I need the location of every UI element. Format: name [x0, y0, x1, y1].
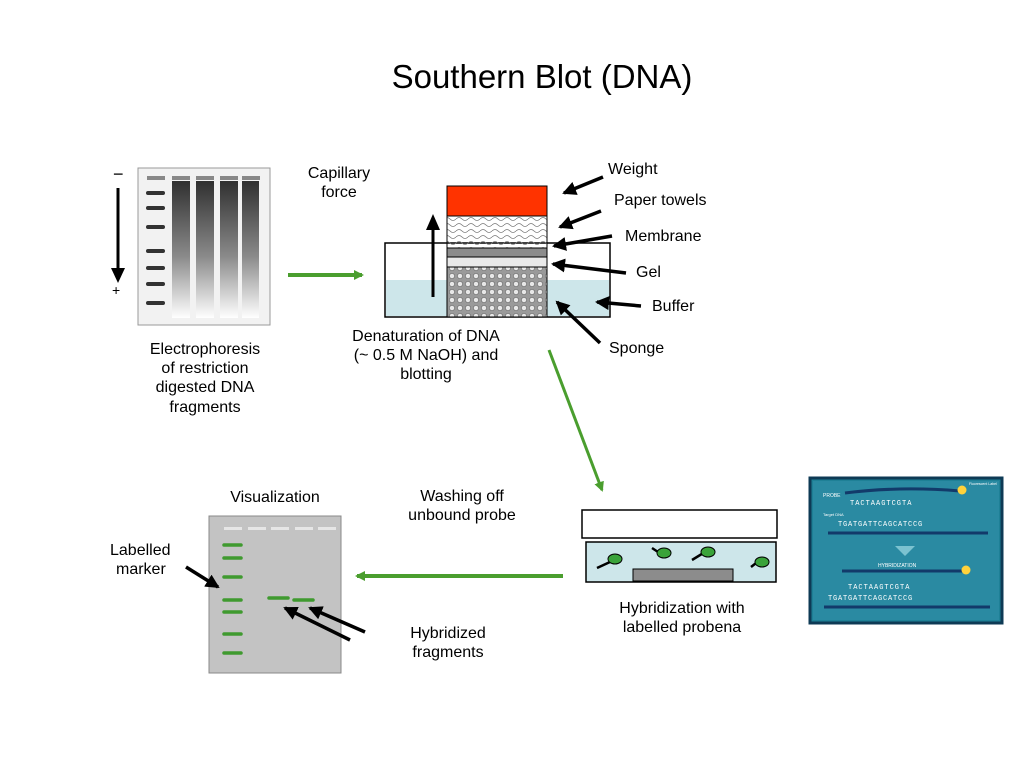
visualization-pointer-arrows	[185, 565, 366, 642]
gel-layer	[446, 256, 548, 268]
inset-fluor-label: Fluorescent Label	[969, 482, 997, 486]
hybridization-caption: Hybridization with labelled probena	[619, 600, 745, 637]
gel-minus-sign: −	[113, 164, 124, 184]
inset-probe-label: PROBE	[823, 493, 841, 499]
label-weight: Weight	[608, 161, 658, 178]
hybridized-fragment-bands	[267, 596, 315, 602]
membrane-layer	[446, 247, 548, 258]
label-sponge: Sponge	[609, 340, 665, 357]
hybridization-inset: PROBE Fluorescent Label TACTAAGTCGTA Tar…	[808, 476, 1004, 625]
sponge-layer	[446, 266, 548, 318]
label-paper-towels: Paper towels	[614, 192, 707, 209]
labelled-marker-bands	[222, 543, 243, 655]
hybridized-fragments-label: Hybridized fragments	[410, 625, 486, 662]
visualization-title: Visualization	[230, 489, 320, 506]
gel-sample-lanes	[172, 181, 259, 318]
blotting-apparatus	[384, 185, 611, 318]
capillary-force-label: Capillary force	[307, 165, 371, 202]
gel-plus-sign: +	[112, 282, 121, 298]
inset-target-seq: TGATGATTCAGCATCCG	[838, 521, 923, 529]
label-membrane: Membrane	[625, 228, 702, 245]
electrophoresis-caption: Electrophoresis of restriction digested …	[149, 341, 261, 416]
gel-marker-bands	[146, 191, 165, 305]
inset-hyb-label: HYBRIDIZATION	[878, 563, 917, 569]
labelled-marker-label: Labelled marker	[110, 542, 171, 579]
weight-block	[446, 185, 548, 217]
paper-towels-layer	[446, 215, 548, 249]
layer-pointer-arrows	[551, 175, 642, 345]
washing-label: Washing off unbound probe	[408, 488, 516, 525]
inset-probe-seq: TACTAAGTCGTA	[850, 500, 912, 508]
denaturation-caption: Denaturation of DNA (~ 0.5 M NaOH) and b…	[352, 328, 500, 384]
label-gel: Gel	[636, 264, 661, 281]
to-hybridization-arrow	[547, 349, 604, 492]
inset-target-label: Target DNA	[823, 512, 844, 517]
inset-hyb-bottom-seq: TGATGATTCAGCATCCG	[828, 595, 913, 603]
visualization-membrane	[208, 515, 342, 674]
label-buffer: Buffer	[652, 298, 695, 315]
page-title: Southern Blot (DNA)	[391, 58, 693, 95]
inset-hyb-top-seq: TACTAAGTCGTA	[848, 584, 910, 592]
migration-arrow	[111, 188, 125, 283]
hybridization-tray	[581, 509, 778, 583]
electrophoresis-gel	[137, 167, 271, 326]
